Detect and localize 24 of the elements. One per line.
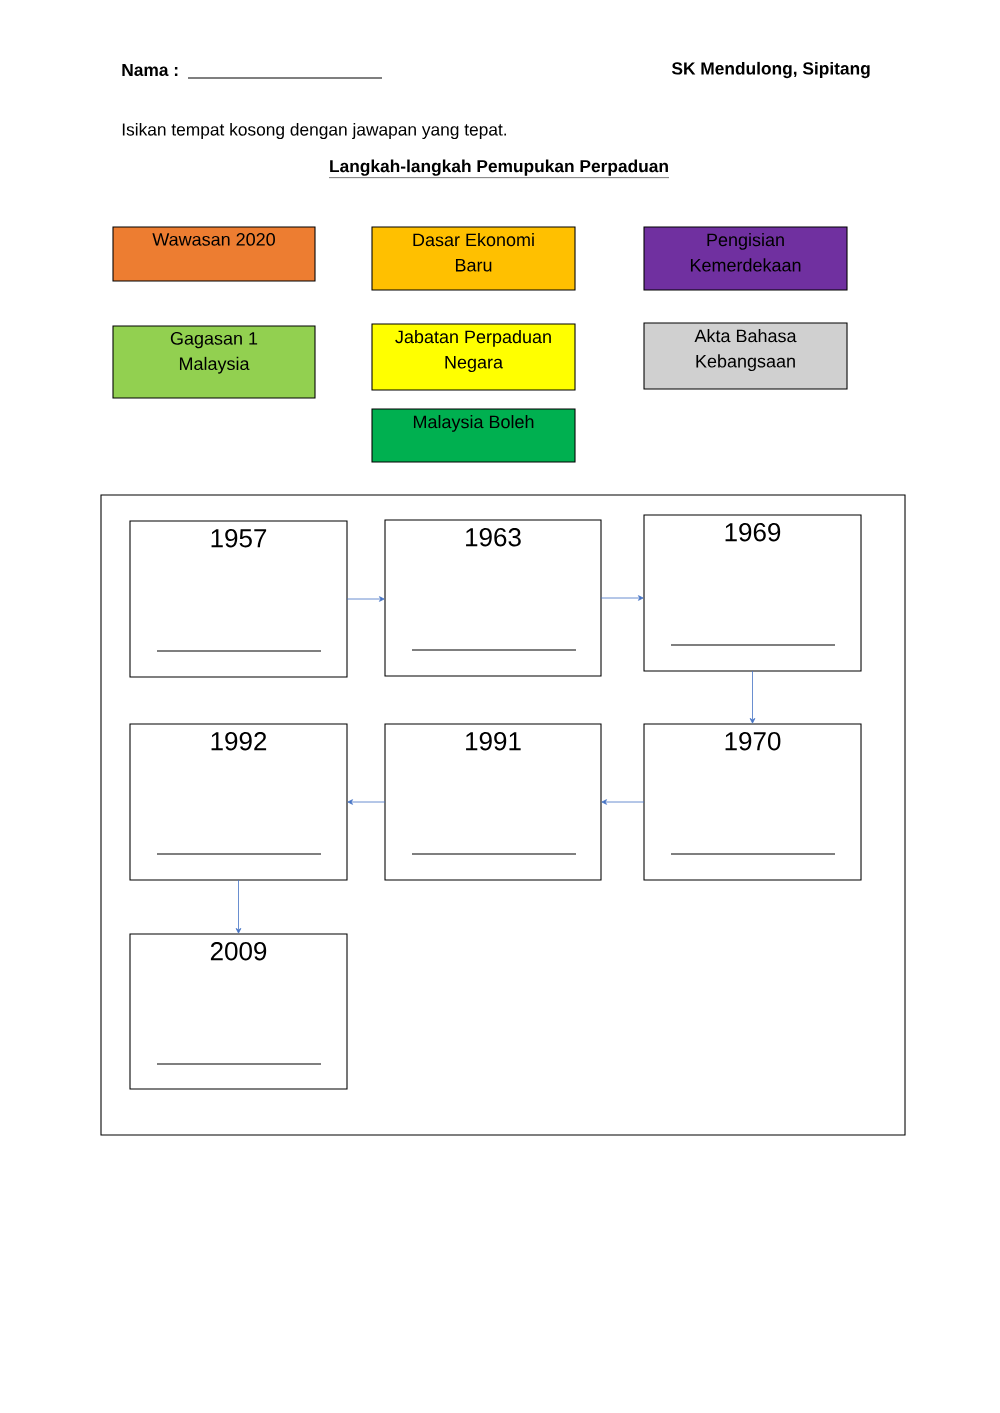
title: Langkah-langkah Pemupukan Perpaduan: [328, 159, 670, 178]
answer-card: Pengisian Kemerdekaan: [643, 226, 848, 291]
answer-card: Dasar Ekonomi Baru: [371, 226, 576, 291]
arrow: [346, 596, 385, 602]
timeline-box: 1957: [129, 520, 348, 678]
school-name: SK Mendulong, Sipitang: [671, 61, 870, 79]
answer-card: Wawasan 2020: [112, 226, 316, 282]
timeline-box: 1991: [384, 723, 602, 881]
answer-card: Gagasan 1 Malaysia: [112, 325, 316, 399]
timeline-box: 1963: [384, 519, 602, 677]
answer-card: Akta Bahasa Kebangsaan: [643, 322, 848, 390]
timeline-box: 1970: [643, 723, 862, 881]
name-label: Nama :: [122, 63, 178, 77]
arrow: [235, 879, 242, 934]
timeline-box: 1992: [129, 723, 348, 881]
arrow: [601, 799, 645, 805]
answer-card: Jabatan Perpaduan Negara: [371, 323, 576, 391]
instruction-text: Isikan tempat kosong dengan jawapan yang tepat.: [122, 122, 507, 140]
answer-card: Malaysia Boleh: [371, 408, 576, 463]
timeline-box: 2009: [129, 933, 348, 1090]
arrow: [347, 799, 386, 805]
arrow: [600, 595, 644, 601]
timeline-box: 1969: [643, 514, 862, 672]
arrow: [749, 670, 756, 724]
